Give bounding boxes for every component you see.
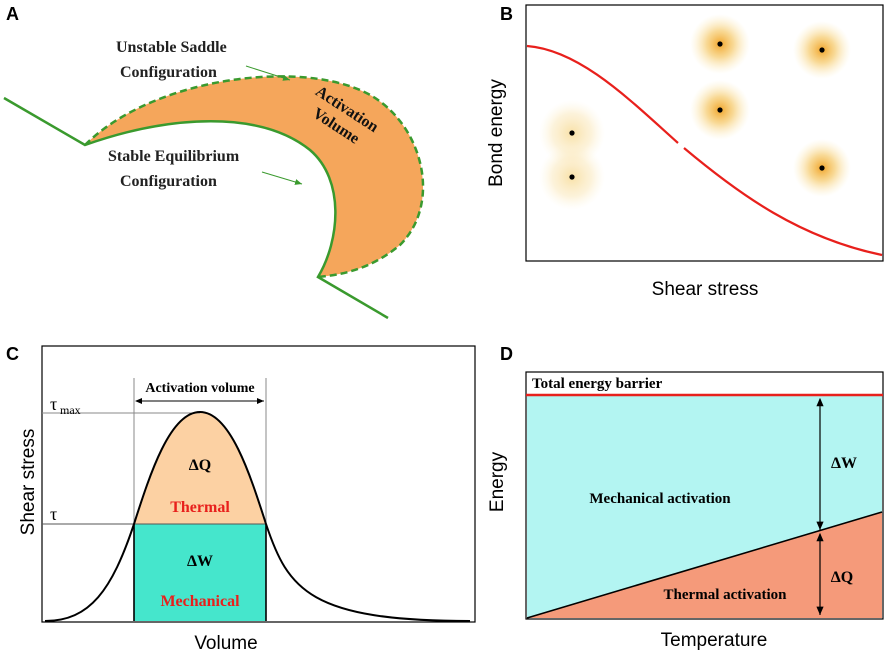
tau-symbol: τ <box>50 504 57 524</box>
panel-b-letter: B <box>500 4 513 24</box>
panel-b-xlabel: Shear stress <box>652 279 759 300</box>
mechanical-activation-label: Mechanical activation <box>589 491 731 507</box>
panel-c: C Activation volume τ max τ ΔQ Thermal Δ… <box>6 344 476 654</box>
panel-d-xlabel: Temperature <box>661 630 768 651</box>
dq-label: ΔQ <box>189 457 211 474</box>
saddle-label-line1: Unstable Saddle <box>116 39 227 56</box>
panel-a-letter: A <box>6 4 19 24</box>
panel-d: D Total energy barrier Mechanical activa… <box>487 344 884 651</box>
saddle-label-line2: Configuration <box>120 64 217 81</box>
panel-d-letter: D <box>500 344 513 364</box>
atom-pair-left <box>539 100 605 210</box>
panel-b: B Bond energy Shear stress <box>486 4 884 300</box>
thermal-activation-label: Thermal activation <box>664 587 788 603</box>
panel-a: A Unstable Saddle Configuration Stable E… <box>3 4 425 320</box>
unstable-saddle-line <box>84 75 425 279</box>
d-dq-label: ΔQ <box>831 569 853 586</box>
activation-volume-label: Activation volume <box>145 381 254 396</box>
stress-bell-curve <box>44 410 471 622</box>
stable-equilibrium-line <box>3 96 389 320</box>
mechanical-label: Mechanical <box>160 593 240 610</box>
panel-c-letter: C <box>6 344 19 364</box>
activation-volume-region <box>85 76 424 277</box>
mechanical-region <box>134 524 266 621</box>
tau-max-symbol: τ <box>50 394 57 414</box>
stable-arrow <box>261 171 303 185</box>
d-dw-label: ΔW <box>831 455 857 472</box>
bond-energy-curve-upper <box>526 44 679 144</box>
tau-max-subscript: max <box>60 403 81 417</box>
panel-c-ylabel: Shear stress <box>18 429 39 536</box>
panel-b-ylabel: Bond energy <box>486 79 507 187</box>
thermal-label: Thermal <box>170 499 230 516</box>
saddle-arrow <box>245 65 291 81</box>
stable-label-line2: Configuration <box>120 173 217 190</box>
panel-d-ylabel: Energy <box>487 451 508 512</box>
dw-label: ΔW <box>187 553 213 570</box>
atom-pair-right <box>793 21 851 197</box>
mechanical-activation-region <box>527 395 882 618</box>
panel-c-xlabel: Volume <box>194 633 257 654</box>
total-barrier-label: Total energy barrier <box>532 376 663 392</box>
stable-label-line1: Stable Equilibrium <box>108 148 240 165</box>
atom-pair-middle <box>690 14 750 140</box>
bond-energy-curve-lower <box>683 147 883 257</box>
